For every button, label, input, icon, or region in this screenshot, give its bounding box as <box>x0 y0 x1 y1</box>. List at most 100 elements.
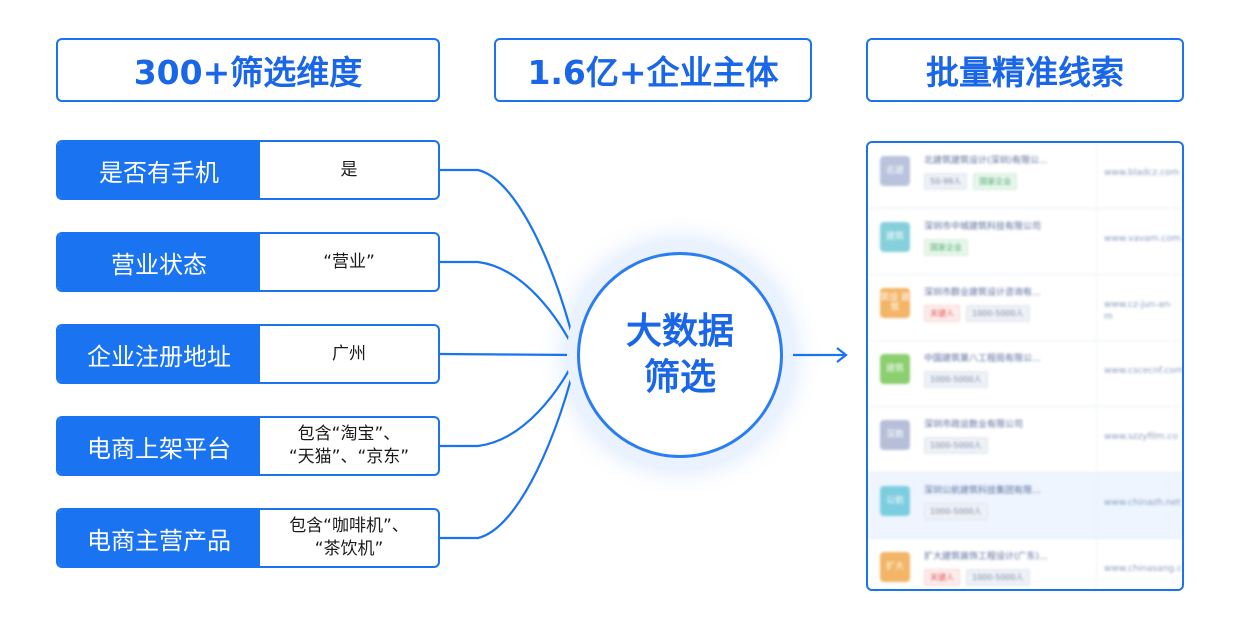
company-logo: 扩大 <box>880 552 910 582</box>
company-tags: 关键人 1000-5000人 <box>924 569 1030 586</box>
filter-label: 企业注册地址 <box>58 326 260 382</box>
filter-ecommerce-products: 电商主营产品 包含“咖啡机”、 “茶饮机” <box>56 508 440 568</box>
filter-value-line1: “营业” <box>323 251 375 272</box>
column-divider <box>1096 473 1097 538</box>
website-line1: www.chinazh.net <box>1104 498 1181 508</box>
header-filter-dimensions: 300+筛选维度 <box>56 38 440 102</box>
column-divider <box>1096 341 1097 406</box>
big-data-filter-hub: 大数据 筛选 <box>577 252 783 458</box>
filter-label: 电商主营产品 <box>58 510 260 566</box>
company-name[interactable]: 深圳公航建筑科技集团有限... <box>924 486 1041 496</box>
company-tags: 1000-5000人 <box>924 437 988 454</box>
company-website[interactable]: www.szzyfilm.co <box>1104 431 1178 443</box>
company-website[interactable]: www.chinasang.c <box>1104 563 1182 575</box>
company-tag: 1000-5000人 <box>924 437 988 454</box>
website-line2: m <box>1104 312 1113 322</box>
company-logo: 深数 <box>880 420 910 450</box>
company-tag: 1000-5000人 <box>966 305 1030 322</box>
company-name[interactable]: 深圳市群业建筑设计咨询有... <box>924 288 1041 298</box>
company-tag: 1000-5000人 <box>924 503 988 520</box>
filter-value-line1: 广州 <box>332 343 366 364</box>
website-line1: www.szzyfilm.co <box>1104 432 1178 442</box>
website-line1: www.chinasang.c <box>1104 564 1182 574</box>
connector-5 <box>440 354 579 540</box>
company-website[interactable]: www.chinazh.net <box>1104 497 1181 509</box>
result-row[interactable]: 建筑 中国建筑第八工程局有限公... 1000-5000人 www.cscecnf.c… <box>868 341 1182 407</box>
company-tag: 1000-5000人 <box>924 371 988 388</box>
filter-value: 包含“淘宝”、 “天猫”、“京东” <box>260 418 438 474</box>
company-tags: 国家企业 <box>924 239 968 256</box>
company-tags: 1000-5000人 <box>924 371 988 388</box>
filter-value-line2: “天猫”、“京东” <box>288 447 410 467</box>
header-enterprise-entities: 1.6亿+企业主体 <box>494 38 812 102</box>
company-name[interactable]: 深圳市政运数业有限公司 <box>924 420 1024 430</box>
column-divider <box>1096 143 1097 208</box>
filter-value: 是 <box>260 142 438 198</box>
company-tag: 国家企业 <box>973 173 1018 190</box>
website-line1: www.cscecnf.com <box>1104 366 1184 376</box>
connector-3 <box>439 352 578 357</box>
results-panel: 名建 北建筑建筑设计(深圳)有限公... 50-99人国家企业 www.bladcz.… <box>866 141 1184 591</box>
connector-1 <box>440 168 579 356</box>
filter-value: “营业” <box>260 234 438 290</box>
result-row[interactable]: 建筑 深圳市中城建筑科技有限公司国家企业 www.vavam.com <box>868 209 1182 275</box>
hub-line1: 大数据 <box>625 311 734 352</box>
company-tags: 关键人 1000-5000人 <box>924 305 1030 322</box>
filter-phone: 是否有手机 是 <box>56 140 440 200</box>
company-website[interactable]: www.cz-jun-an-m <box>1104 299 1173 323</box>
filter-value-line1: 包含“淘宝”、 <box>297 424 401 444</box>
company-tags: 50-99人国家企业 <box>924 173 1018 190</box>
result-row[interactable]: 扩大 扩大建筑装饰工程设计(广东)... 关键人 1000-5000人 www.chin… <box>868 539 1182 589</box>
filter-value-line1: 是 <box>340 159 358 180</box>
company-name[interactable]: 扩大建筑装饰工程设计(广东)... <box>924 552 1048 562</box>
company-tag: 1000-5000人 <box>966 569 1030 586</box>
company-tags: 1000-5000人 <box>924 503 988 520</box>
header-batch-leads: 批量精准线索 <box>866 38 1184 102</box>
filter-registered-address: 企业注册地址 广州 <box>56 324 440 384</box>
company-logo: 筑设 建筑 <box>880 288 910 318</box>
company-website[interactable]: www.cscecnf.com <box>1104 365 1184 377</box>
website-line1: www.bladcz.com <box>1104 168 1180 178</box>
result-row[interactable]: 名建 北建筑建筑设计(深圳)有限公... 50-99人国家企业 www.bladcz.… <box>868 143 1182 209</box>
filter-ecommerce-platform: 电商上架平台 包含“淘宝”、 “天猫”、“京东” <box>56 416 440 476</box>
output-arrowhead <box>836 347 848 363</box>
filter-label: 电商上架平台 <box>58 418 260 474</box>
website-line1: www.cz-jun-an- <box>1104 300 1173 310</box>
connector-2 <box>440 260 578 356</box>
header-filter-dimensions-text: 300+筛选维度 <box>133 53 363 92</box>
company-logo: 建筑 <box>880 354 910 384</box>
hub-line2: 筛选 <box>643 357 716 398</box>
header-batch-leads-text: 批量精准线索 <box>926 53 1124 92</box>
company-tag: 关键人 <box>924 569 960 586</box>
company-name[interactable]: 北建筑建筑设计(深圳)有限公... <box>924 156 1048 166</box>
filter-value-line2: “茶饮机” <box>314 539 384 559</box>
results-list: 名建 北建筑建筑设计(深圳)有限公... 50-99人国家企业 www.bladcz.… <box>868 143 1182 589</box>
filter-business-status: 营业状态 “营业” <box>56 232 440 292</box>
company-tag: 国家企业 <box>924 239 968 256</box>
column-divider <box>1096 539 1097 589</box>
column-divider <box>1096 275 1097 340</box>
company-logo: 公航 <box>880 486 910 516</box>
filter-label: 营业状态 <box>58 234 260 290</box>
header-enterprise-entities-text: 1.6亿+企业主体 <box>527 53 779 92</box>
filter-value: 包含“咖啡机”、 “茶饮机” <box>260 510 438 566</box>
company-website[interactable]: www.vavam.com <box>1104 233 1181 245</box>
result-row[interactable]: 筑设 建筑 深圳市群业建筑设计咨询有... 关键人 1000-5000人 www.cz-… <box>868 275 1182 341</box>
column-divider <box>1096 209 1097 274</box>
filter-value: 广州 <box>260 326 438 382</box>
result-row[interactable]: 公航 深圳公航建筑科技集团有限... 1000-5000人 www.chinazh.n… <box>868 473 1182 539</box>
company-logo: 建筑 <box>880 222 910 252</box>
filter-label: 是否有手机 <box>58 142 260 198</box>
company-logo: 名建 <box>880 156 910 186</box>
filter-value-line1: 包含“咖啡机”、 <box>289 516 409 536</box>
company-tag: 关键人 <box>924 305 960 322</box>
column-divider <box>1096 407 1097 472</box>
result-row[interactable]: 深数 深圳市政运数业有限公司 1000-5000人 www.szzyfilm.co <box>868 407 1182 473</box>
connector-4 <box>440 354 578 448</box>
company-name[interactable]: 中国建筑第八工程局有限公... <box>924 354 1041 364</box>
company-website[interactable]: www.bladcz.com <box>1104 167 1179 179</box>
company-tag: 50-99人 <box>924 173 968 190</box>
company-name[interactable]: 深圳市中城建筑科技有限公司 <box>924 222 1042 232</box>
website-line1: www.vavam.com <box>1104 234 1181 244</box>
